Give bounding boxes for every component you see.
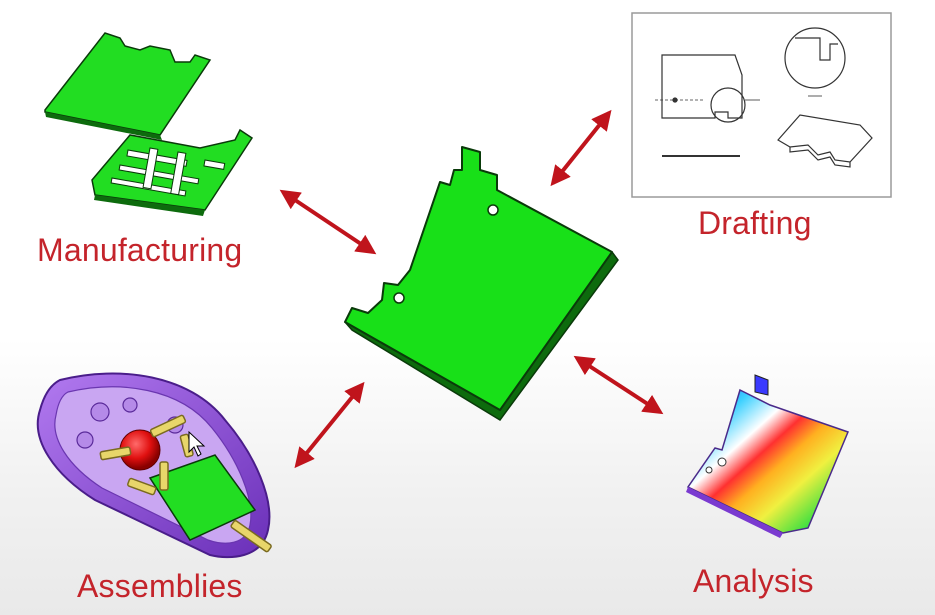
mouse-cursor-icon [188, 430, 206, 457]
arrow-center-assemblies [294, 381, 365, 469]
manufacturing-flat-pattern-icon [44, 32, 254, 216]
assembly-model-icon [36, 372, 272, 559]
analysis-label: Analysis [693, 563, 814, 599]
analysis-stress-plot-icon [686, 374, 849, 538]
arrow-center-drafting [550, 109, 612, 187]
arrow-center-analysis [573, 355, 664, 415]
drafting-label: Drafting [698, 205, 812, 241]
manufacturing-label: Manufacturing [37, 232, 243, 268]
sheet-metal-part-icon [344, 146, 619, 421]
assemblies-label: Assemblies [77, 568, 243, 604]
drafting-drawing-icon [631, 12, 892, 198]
arrow-manufacturing-center [279, 189, 377, 255]
